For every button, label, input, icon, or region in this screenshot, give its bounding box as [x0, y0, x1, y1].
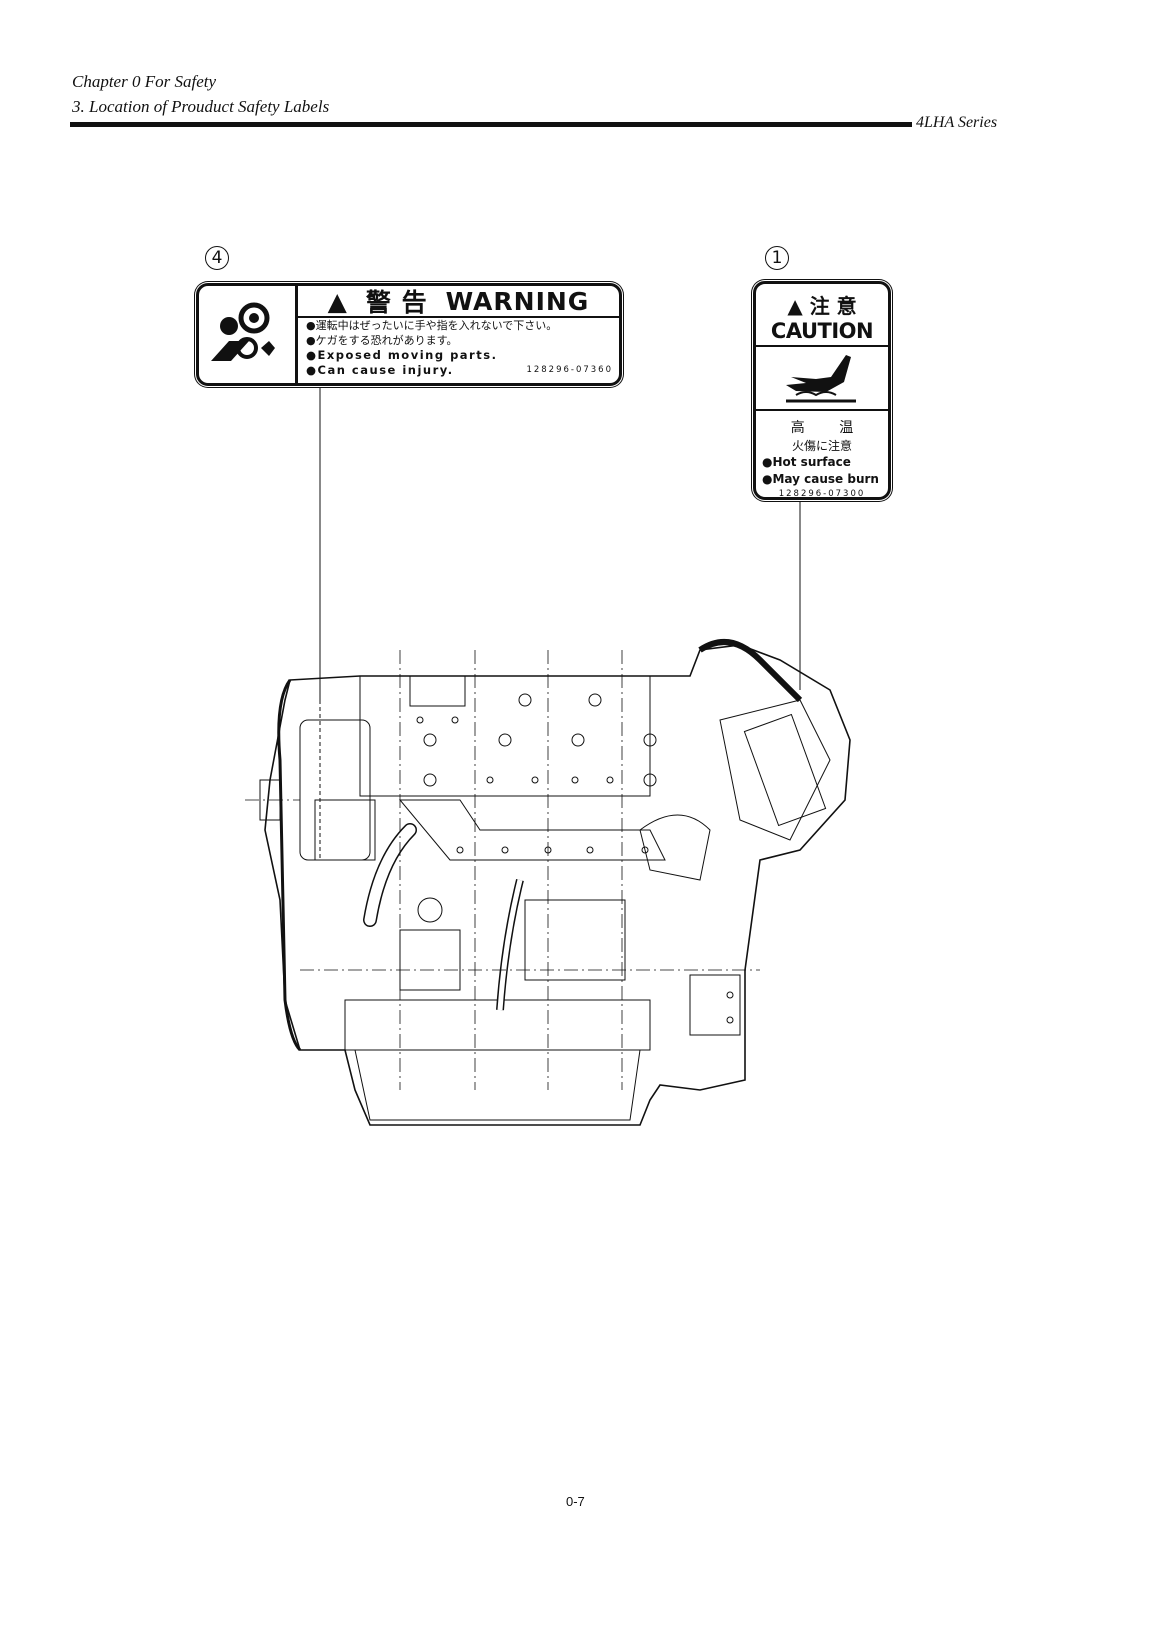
warning-line-jp-2: ●ケガをする恐れがあります。 — [306, 334, 458, 347]
warning-label-moving-parts: ▲ 警 告 WARNING ●運転中はぜったいに手や指を入れないで下さい。 ●ケ… — [196, 283, 622, 386]
chapter-title: Chapter 0 For Safety — [72, 72, 217, 91]
header-rule — [70, 122, 912, 127]
caution-line-en-1: ●Hot surface — [762, 455, 851, 469]
moving-parts-hazard-icon — [199, 286, 298, 383]
caution-line-jp-1: 高 温 — [790, 420, 854, 436]
warning-line-jp-1: ●運転中はぜったいに手や指を入れないで下さい。 — [306, 319, 558, 332]
warning-title-en: WARNING — [445, 286, 590, 316]
hot-surface-hand-icon — [756, 347, 888, 411]
warning-triangle-icon: ▲ — [327, 286, 348, 316]
caution-part-number: 128296-07300 — [778, 489, 866, 499]
caution-title-jp: ▲ 注 意 — [787, 294, 857, 318]
warning-line-en-1: ●Exposed moving parts. — [306, 348, 498, 362]
page-number: 0-7 — [566, 1494, 585, 1509]
warning-part-number: 128296-07360 — [526, 365, 613, 375]
warning-title-jp: 警 告 — [365, 288, 428, 317]
label-number-1: 1 — [765, 246, 789, 270]
warning-triangle-icon: ▲ — [787, 294, 810, 318]
section-title: 3. Location of Prouduct Safety Labels — [72, 97, 330, 116]
caution-line-jp-2: 火傷に注意 — [791, 439, 852, 453]
label-number-4: 4 — [205, 246, 229, 270]
warning-line-en-2: ●Can cause injury. — [306, 363, 454, 377]
caution-label-hot-surface: ▲ 注 意 CAUTION 高 温 火傷に注意 ●Hot surface ●Ma… — [753, 281, 891, 500]
warning-title: ▲ 警 告 WARNING — [298, 286, 619, 318]
caution-line-en-2: ●May cause burn — [762, 472, 879, 486]
caution-title-en: CAUTION — [756, 319, 888, 347]
series-name: 4LHA Series — [916, 114, 998, 131]
